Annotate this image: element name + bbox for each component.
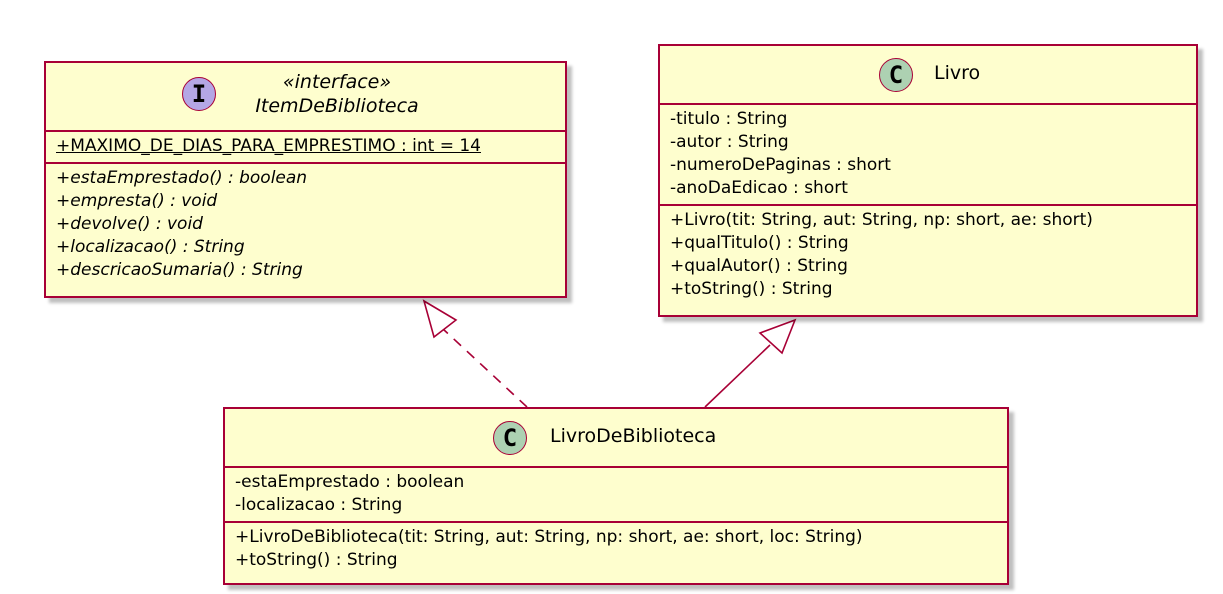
method: +estaEmprestado() : boolean — [56, 168, 308, 188]
class-header: I «interface» ItemDeBiblioteca — [46, 63, 565, 132]
method: +descricaoSumaria() : String — [56, 260, 303, 280]
methods-section: +Livro(tit: String, aut: String, np: sho… — [660, 206, 1196, 305]
interface-item-de-biblioteca[interactable]: I «interface» ItemDeBiblioteca +MAXIMO_D… — [44, 61, 567, 298]
method: +qualAutor() : String — [670, 256, 848, 276]
class-badge-icon: C — [879, 58, 913, 92]
interface-badge-icon: I — [182, 77, 216, 111]
method: +toString() : String — [670, 279, 833, 299]
class-header: C Livro — [660, 46, 1196, 105]
realization-arrowhead — [422, 299, 458, 339]
class-livro[interactable]: C Livro -titulo : String -autor : String… — [658, 44, 1198, 317]
class-livro-de-biblioteca[interactable]: C LivroDeBiblioteca -estaEmprestado : bo… — [223, 407, 1009, 585]
field: -estaEmprestado : boolean — [235, 472, 465, 492]
field: -numeroDePaginas : short — [670, 155, 891, 175]
class-name: ItemDeBiblioteca — [255, 95, 419, 117]
realization-edge — [442, 328, 528, 408]
method: +toString() : String — [235, 550, 398, 570]
method: +Livro(tit: String, aut: String, np: sho… — [670, 210, 1093, 230]
field: -titulo : String — [670, 109, 788, 129]
stereotype-label: «interface» — [282, 71, 392, 93]
class-name: Livro — [934, 62, 981, 84]
method: +devolve() : void — [56, 214, 203, 234]
fields-section: +MAXIMO_DE_DIAS_PARA_EMPRESTIMO : int = … — [46, 132, 565, 164]
class-header: C LivroDeBiblioteca — [225, 409, 1007, 468]
method: +localizacao() : String — [56, 237, 245, 257]
field: +MAXIMO_DE_DIAS_PARA_EMPRESTIMO : int = … — [56, 136, 481, 156]
fields-section: -titulo : String -autor : String -numero… — [660, 105, 1196, 206]
field: -anoDaEdicao : short — [670, 178, 848, 198]
method: +qualTitulo() : String — [670, 233, 849, 253]
methods-section: +LivroDeBiblioteca(tit: String, aut: Str… — [225, 523, 1007, 576]
methods-section: +estaEmprestado() : boolean +empresta() … — [46, 164, 565, 286]
field: -autor : String — [670, 132, 789, 152]
class-name: LivroDeBiblioteca — [550, 425, 717, 447]
field: -localizacao : String — [235, 495, 403, 515]
generalization-edge — [704, 344, 771, 408]
class-badge-icon: C — [493, 421, 527, 455]
method: +empresta() : void — [56, 191, 218, 211]
method: +LivroDeBiblioteca(tit: String, aut: Str… — [235, 527, 863, 547]
fields-section: -estaEmprestado : boolean -localizacao :… — [225, 468, 1007, 523]
generalization-arrowhead — [758, 318, 797, 355]
